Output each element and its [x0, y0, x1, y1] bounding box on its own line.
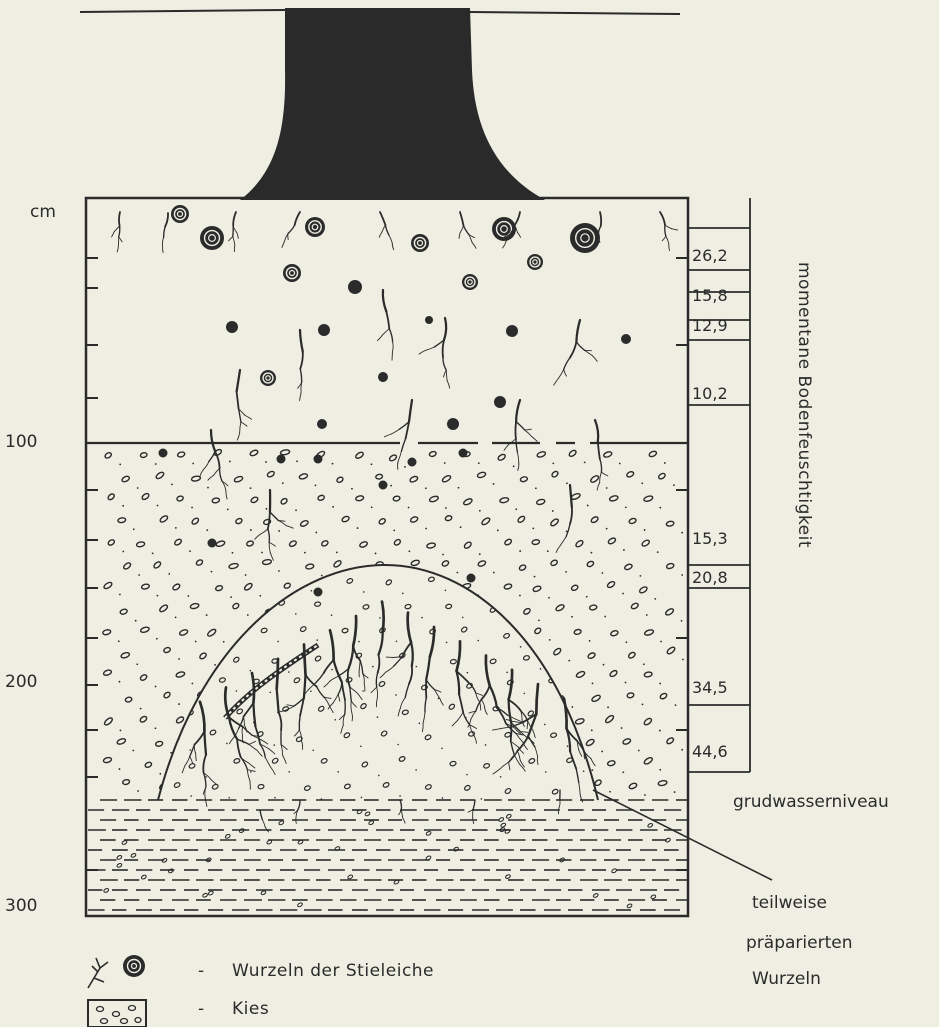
roots-label-line2: präparierten: [746, 933, 852, 953]
depth-label-200: 200: [5, 672, 37, 692]
moisture-title: momentane Bodenfeuschtigkeit: [788, 262, 814, 622]
depth-unit-label: cm: [30, 202, 56, 222]
legend-gravel-label: Kies: [232, 999, 269, 1019]
legend-roots-label: Wurzeln der Stieleiche: [232, 961, 434, 981]
moisture-value: 12,9: [692, 316, 728, 335]
moisture-value: 44,6: [692, 742, 728, 761]
tree-trunk: [240, 8, 545, 200]
gravel-layer: [102, 448, 684, 797]
depth-label-100: 100: [5, 432, 37, 452]
roots-label-line1: teilweise: [752, 893, 827, 913]
legend-dash: -: [198, 999, 205, 1019]
legend-root-symbol: [88, 955, 145, 988]
root-cross-sections: [159, 205, 632, 597]
moisture-value: 15,8: [692, 286, 728, 305]
moisture-value: 15,3: [692, 529, 728, 548]
groundwater-layer: [88, 800, 694, 910]
moisture-value: 26,2: [692, 246, 728, 265]
roots-label-line3: Wurzeln: [752, 969, 821, 989]
depth-ticks: [86, 258, 688, 870]
moisture-value: 34,5: [692, 678, 728, 697]
root-mound-outline: [158, 565, 598, 800]
legend-dash: -: [198, 961, 205, 981]
legend-gravel-symbol: [88, 1000, 146, 1027]
soil-profile-frame: [86, 198, 688, 916]
moisture-value: 10,2: [692, 384, 728, 403]
groundwater-label: grudwasserniveau: [733, 792, 889, 812]
depth-label-300: 300: [5, 896, 37, 916]
moisture-value: 20,8: [692, 568, 728, 587]
